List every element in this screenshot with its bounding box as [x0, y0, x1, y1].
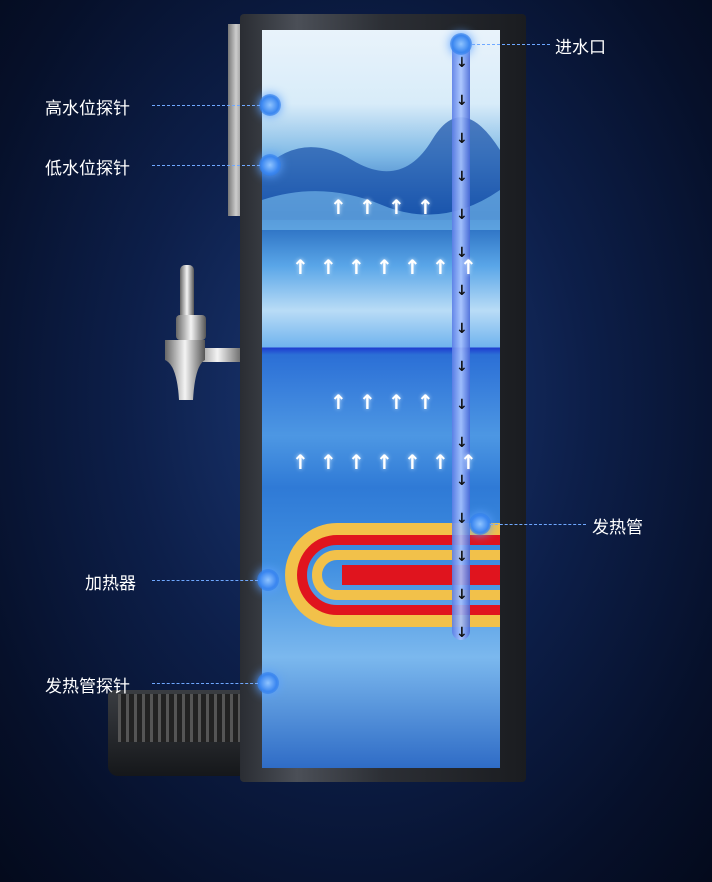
- heater-label: 加热器: [85, 574, 136, 594]
- up-arrow-icon: ↑: [359, 390, 376, 414]
- inlet-leader: [472, 44, 550, 45]
- up-arrow-icon: ↑: [460, 255, 477, 279]
- tube-probe-marker: [257, 672, 279, 694]
- down-arrow-icon: ↓: [456, 587, 468, 603]
- down-arrow-icon: ↓: [456, 169, 468, 185]
- inlet-label: 进水口: [555, 38, 606, 58]
- heating-tube-marker: [469, 513, 491, 535]
- down-arrow-icon: ↓: [456, 625, 468, 641]
- down-arrow-icon: ↓: [456, 93, 468, 109]
- up-arrow-icon: ↑: [330, 195, 347, 219]
- down-arrow-icon: ↓: [456, 549, 468, 565]
- up-arrow-icon: ↑: [404, 255, 421, 279]
- down-arrow-icon: ↓: [456, 283, 468, 299]
- up-arrow-icon: ↑: [330, 390, 347, 414]
- up-arrow-icon: ↑: [376, 450, 393, 474]
- faucet: [165, 265, 245, 400]
- up-arrow-icon: ↑: [320, 450, 337, 474]
- up-arrow-icon: ↑: [417, 195, 434, 219]
- down-arrow-icon: ↓: [456, 245, 468, 261]
- down-arrow-icon: ↓: [456, 397, 468, 413]
- inlet-marker: [450, 33, 472, 55]
- down-arrow-icon: ↓: [456, 321, 468, 337]
- up-arrow-icon: ↑: [460, 450, 477, 474]
- down-arrow-icon: ↓: [456, 131, 468, 147]
- up-arrow-icon: ↑: [292, 450, 309, 474]
- heating-tube-label: 发热管: [592, 518, 643, 538]
- up-arrow-icon: ↑: [417, 390, 434, 414]
- up-arrow-icon: ↑: [388, 390, 405, 414]
- up-arrow-icon: ↑: [404, 450, 421, 474]
- up-arrow-icon: ↑: [348, 450, 365, 474]
- up-arrow-icon: ↑: [432, 450, 449, 474]
- down-arrow-icon: ↓: [456, 511, 468, 527]
- heater-leader: [152, 580, 258, 581]
- water-waves: [262, 117, 500, 230]
- up-arrow-icon: ↑: [320, 255, 337, 279]
- high-probe-marker: [259, 94, 281, 116]
- up-arrow-icon: ↑: [432, 255, 449, 279]
- high-probe-leader: [152, 105, 260, 106]
- low-probe-label: 低水位探针: [45, 159, 130, 179]
- up-arrow-icon: ↑: [292, 255, 309, 279]
- down-arrow-icon: ↓: [456, 359, 468, 375]
- low-probe-leader: [152, 165, 260, 166]
- up-arrow-icon: ↑: [359, 195, 376, 219]
- down-arrow-icon: ↓: [456, 207, 468, 223]
- low-probe-marker: [259, 154, 281, 176]
- up-arrow-icon: ↑: [348, 255, 365, 279]
- heater-marker: [257, 569, 279, 591]
- down-arrow-icon: ↓: [456, 55, 468, 71]
- drip-tray-grill: [118, 694, 242, 742]
- up-arrow-icon: ↑: [376, 255, 393, 279]
- tube-probe-label: 发热管探针: [45, 677, 130, 697]
- high-probe-label: 高水位探针: [45, 99, 130, 119]
- heating-tube-leader: [490, 524, 586, 525]
- inlet-pipe: [452, 40, 470, 640]
- up-arrow-icon: ↑: [388, 195, 405, 219]
- tube-probe-leader: [152, 683, 258, 684]
- down-arrow-icon: ↓: [456, 435, 468, 451]
- down-arrow-icon: ↓: [456, 473, 468, 489]
